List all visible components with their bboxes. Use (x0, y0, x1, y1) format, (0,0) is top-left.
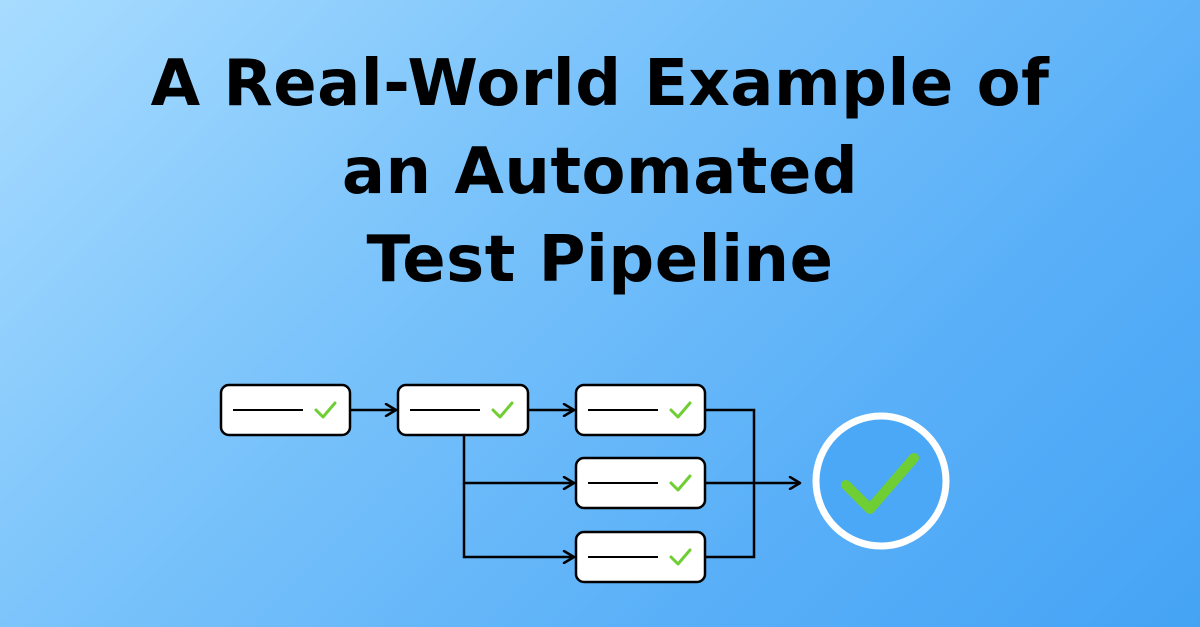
connector-stage2-stage4 (462, 435, 574, 483)
check-icon (314, 401, 337, 419)
big-check-icon (841, 453, 919, 514)
pipeline-result (812, 412, 950, 550)
title-line-1: A Real-World Example of (150, 47, 1050, 121)
result-ring (812, 412, 950, 550)
pipeline-stage-5 (574, 530, 707, 584)
check-icon (669, 401, 692, 419)
title-line-2: an Automated (341, 135, 859, 209)
check-icon (669, 474, 692, 492)
page-title: A Real-World Example of an Automated Tes… (0, 40, 1200, 304)
pipeline-stage-2 (396, 383, 530, 437)
check-icon (491, 401, 514, 419)
pipeline-stage-4 (574, 456, 707, 510)
connector-stage2-stage5 (462, 483, 574, 557)
check-icon (669, 548, 692, 566)
pipeline-connectors (350, 410, 800, 557)
pipeline-stage-3 (574, 383, 707, 437)
title-line-3: Test Pipeline (366, 223, 834, 297)
pipeline-stage-1 (219, 383, 352, 437)
